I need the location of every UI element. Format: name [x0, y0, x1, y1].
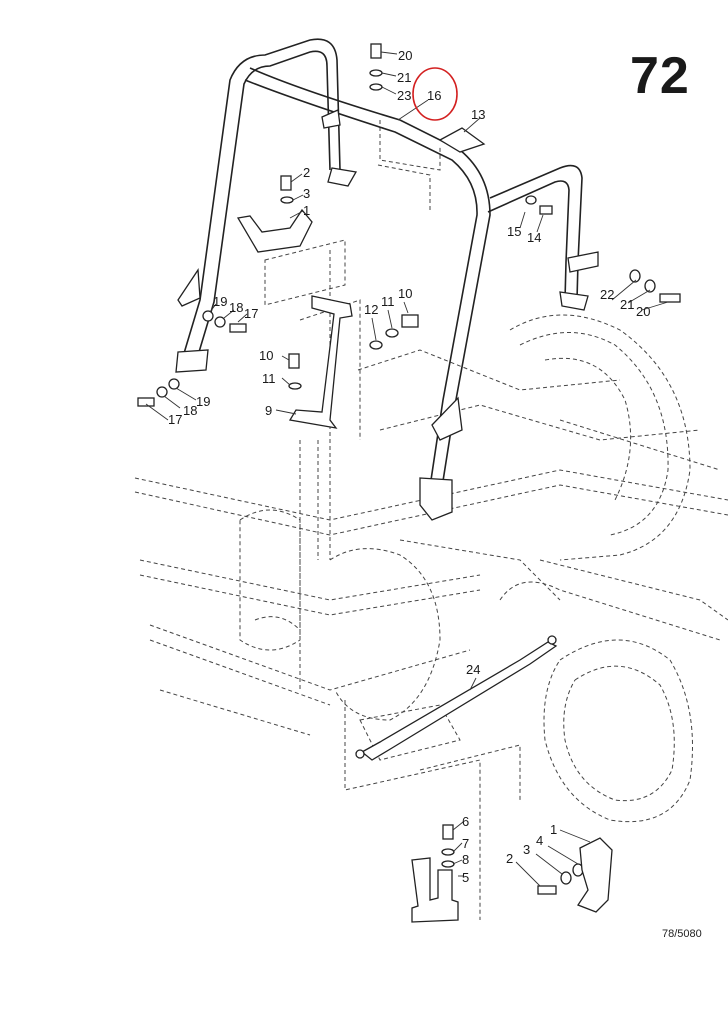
callout-3: 3: [303, 186, 310, 201]
callout-17b: 17: [168, 412, 182, 427]
callout-8: 8: [462, 852, 469, 867]
callout-6: 6: [462, 814, 469, 829]
roll-bar-frame: [175, 38, 599, 521]
callout-19b: 19: [196, 394, 210, 409]
callout-17: 17: [244, 306, 258, 321]
support-bracket: [288, 295, 353, 429]
callout-18b: 18: [183, 403, 197, 418]
leader-lines: [145, 51, 669, 887]
callout-20: 20: [398, 48, 412, 63]
callout-23: 23: [397, 88, 411, 103]
callout-2b: 2: [506, 851, 513, 866]
callout-7: 7: [462, 836, 469, 851]
callout-20b: 20: [636, 304, 650, 319]
callout-21: 21: [397, 70, 411, 85]
clamp-13: [438, 127, 486, 153]
callout-14: 14: [527, 230, 541, 245]
callout-5: 5: [462, 870, 469, 885]
callout-2: 2: [303, 165, 310, 180]
bottom-mount: [411, 857, 459, 923]
callout-10: 10: [398, 286, 412, 301]
strap: [355, 635, 558, 761]
callout-12: 12: [364, 302, 378, 317]
callout-9: 9: [265, 403, 272, 418]
callout-22: 22: [600, 287, 614, 302]
callout-1: 1: [303, 203, 310, 218]
page-number: 72: [630, 47, 690, 105]
callout-18: 18: [229, 300, 243, 315]
drawing-reference: 78/5080: [662, 928, 702, 940]
callout-15: 15: [507, 224, 521, 239]
callout-11: 11: [381, 294, 395, 309]
callout-labels: 20 21 23 16 13 2 3 1 15 14 22 21 20 19 1…: [168, 48, 650, 885]
callout-16: 16: [427, 88, 441, 103]
callout-4: 4: [536, 833, 543, 848]
callout-24: 24: [466, 662, 480, 677]
callout-11b: 11: [262, 371, 276, 386]
highlight-circle: [412, 67, 458, 121]
callout-3b: 3: [523, 842, 530, 857]
callout-21b: 21: [620, 297, 634, 312]
bottom-clip: [577, 837, 613, 913]
callout-1b: 1: [550, 822, 557, 837]
mount-bracket-top: [236, 208, 313, 253]
callout-19: 19: [213, 294, 227, 309]
callout-10b: 10: [259, 348, 273, 363]
fasteners: [137, 43, 681, 895]
callout-13: 13: [471, 107, 485, 122]
